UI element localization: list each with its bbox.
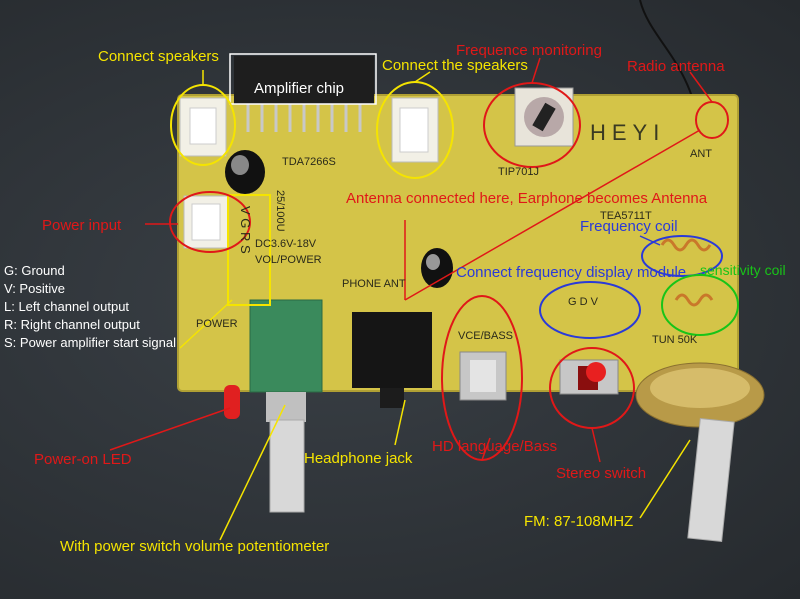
label-antenna-note: Antenna connected here, Earphone becomes… bbox=[346, 190, 708, 207]
silk-gdv: G D V bbox=[568, 296, 598, 308]
legend-start-signal: S: Power amplifier start signal bbox=[4, 335, 176, 350]
amplifier-chip-body bbox=[234, 56, 374, 104]
label-amplifier-chip: Amplifier chip bbox=[254, 80, 345, 97]
silk-vce-bass: VCE/BASS bbox=[458, 330, 514, 342]
silk-tun: TUN 50K bbox=[652, 334, 698, 346]
pin-legend: G: Ground V: Positive L: Left channel ou… bbox=[4, 262, 176, 352]
power-led bbox=[224, 385, 240, 419]
label-volume-pot: With power switch volume potentiometer bbox=[60, 538, 330, 555]
label-hd-bass: HD language/Bass bbox=[432, 438, 558, 455]
label-frequency-display: Connect frequency display module bbox=[456, 264, 687, 281]
legend-right-channel: R: Right channel output bbox=[4, 317, 140, 332]
frequency-coil-circle bbox=[641, 235, 723, 277]
display-module-circle bbox=[539, 281, 641, 339]
label-fm-range: FM: 87-108MHZ bbox=[524, 513, 634, 530]
volume-pot-body bbox=[249, 299, 323, 393]
label-power-input: Power input bbox=[42, 217, 122, 234]
silk-cap-spec: 25/100U bbox=[274, 190, 286, 232]
silk-dc-range: DC3.6V-18V bbox=[255, 238, 317, 250]
silk-vgrs: V G R S bbox=[238, 206, 253, 254]
label-stereo-switch: Stereo switch bbox=[556, 465, 647, 482]
label-frequency-monitoring: Frequence monitoring bbox=[456, 42, 602, 59]
volume-pot-shaft bbox=[269, 419, 305, 513]
headphone-jack-body bbox=[352, 312, 432, 388]
frequency-coil bbox=[660, 238, 712, 252]
legend-positive: V: Positive bbox=[4, 281, 65, 296]
silk-phone-ant: PHONE ANT bbox=[342, 278, 406, 290]
power-input-circle bbox=[169, 191, 251, 253]
stereo-led bbox=[586, 362, 606, 382]
chip-highlight-box bbox=[229, 53, 377, 105]
silk-brand: HEYI bbox=[590, 120, 666, 145]
silk-vol-power: VOL/POWER bbox=[255, 254, 322, 266]
tuning-pot-shaft bbox=[687, 418, 735, 542]
sensitivity-coil bbox=[674, 293, 714, 307]
label-frequency-coil: Frequency coil bbox=[580, 218, 678, 235]
silk-tea: TEA5711T bbox=[600, 210, 652, 222]
silk-power: POWER bbox=[196, 318, 238, 330]
label-power-led: Power-on LED bbox=[34, 451, 132, 468]
legend-left-channel: L: Left channel output bbox=[4, 299, 130, 314]
label-radio-antenna: Radio antenna bbox=[627, 58, 725, 75]
sensitivity-coil-circle bbox=[661, 274, 739, 336]
label-sensitivity-coil: sensitivity coil bbox=[700, 262, 786, 278]
silk-ant: ANT bbox=[690, 148, 712, 160]
silk-chip-part: TDA7266S bbox=[282, 156, 336, 168]
label-connect-speakers-right: Connect the speakers bbox=[382, 57, 528, 74]
silk-tip: TIP701J bbox=[498, 166, 539, 178]
legend-ground: G: Ground bbox=[4, 263, 65, 278]
chip-pins bbox=[246, 104, 362, 132]
vgrs-box bbox=[227, 194, 271, 306]
label-headphone-jack: Headphone jack bbox=[304, 450, 413, 467]
label-connect-speakers-left: Connect speakers bbox=[98, 48, 219, 65]
